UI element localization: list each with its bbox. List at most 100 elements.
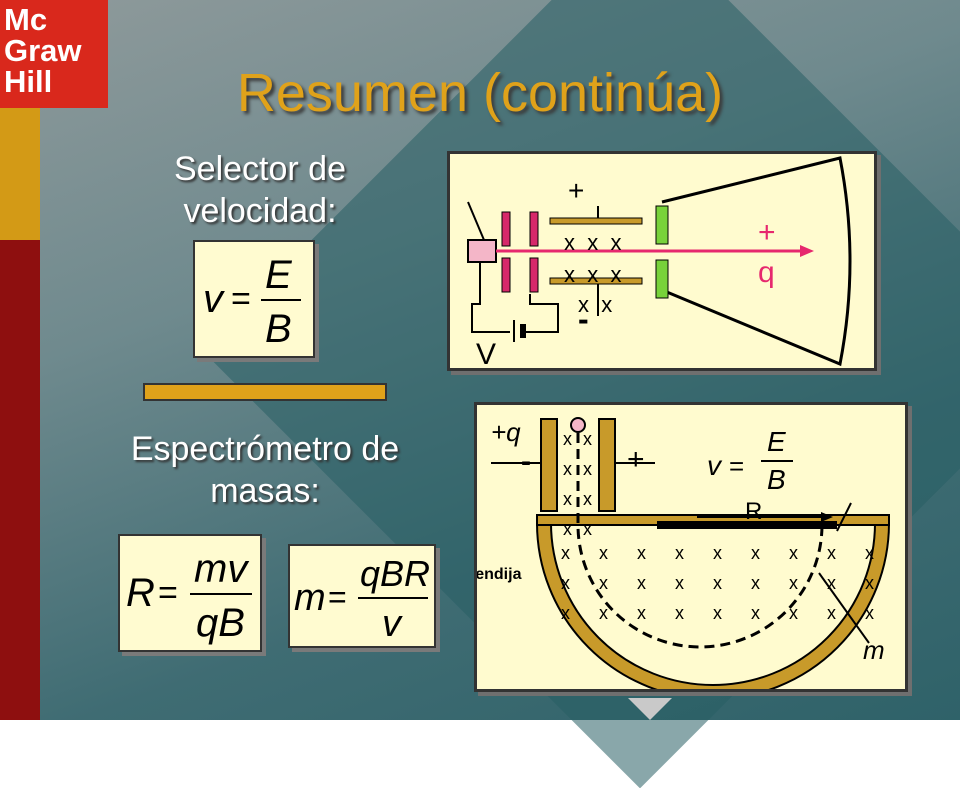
exit-slit-upper [655, 205, 669, 245]
spectrometer-v-equals: = [729, 451, 744, 481]
magnetic-field-row-2: x x x [564, 262, 621, 287]
field-mark: x [563, 489, 572, 509]
mcgraw-hill-logo: Mc Graw Hill [0, 0, 108, 108]
radius-formula-box: R = mv qB [118, 534, 262, 652]
field-mark: x [599, 543, 608, 563]
selector-plate-left [540, 418, 558, 512]
velocity-formula: v = E B [203, 253, 301, 351]
velocity-formula-equals: = [231, 280, 251, 318]
mass-spectrometer-label-line-1: Espectrómetro de [130, 430, 400, 468]
field-mark: x [827, 603, 836, 623]
mass-spectrometer-diagram: +q - + v = E B R rendija m xxxxxxxxxxxxx… [469, 402, 908, 700]
field-mark: x [713, 573, 722, 593]
beam-arrowhead [800, 245, 814, 257]
mass-formula-equals: = [328, 579, 347, 615]
field-mark: x [789, 573, 798, 593]
field-mark: x [563, 459, 572, 479]
field-mark: x [561, 603, 570, 623]
accelerating-plate-2b [529, 257, 539, 293]
field-mark: x [637, 603, 646, 623]
field-mark: x [675, 603, 684, 623]
magnetic-field-row-1: x x x [564, 230, 621, 255]
source-filament [467, 201, 485, 241]
velocity-selector-label: Selector de velocidad: [140, 148, 380, 232]
mass-formula: m = qBR v [294, 553, 430, 645]
radius-arrowhead [821, 512, 833, 522]
field-mark: x [713, 543, 722, 563]
mass-label: m [863, 635, 885, 665]
lower-deflection-plate [549, 277, 643, 285]
logo-line-1: Mc [4, 2, 48, 37]
field-mark: x [599, 573, 608, 593]
accelerating-plate-1b [501, 257, 511, 293]
mass-formula-numerator: qBR [360, 553, 430, 594]
field-mark: x [561, 543, 570, 563]
logo-line-3: Hill [4, 64, 53, 99]
field-mark: x [751, 573, 760, 593]
magnetic-field-row-3: x x [578, 292, 612, 317]
lower-plate-sign: - [578, 301, 589, 337]
left-plate-sign: - [521, 445, 531, 478]
field-mark: x [827, 543, 836, 563]
velocity-selector-svg: + - x x x x x x x x + q V [467, 156, 852, 371]
voltage-label: V [476, 338, 496, 368]
spectrometer-v-lhs: v [707, 450, 723, 481]
field-mark: x [637, 573, 646, 593]
velocity-formula-lhs: v [203, 277, 225, 321]
field-mark: x [865, 573, 874, 593]
next-slide-arrow-icon[interactable] [628, 698, 672, 720]
field-mark: x [563, 519, 572, 539]
charge-label: q [758, 256, 775, 289]
field-mark: x [563, 429, 572, 449]
accelerating-plate-2a [529, 211, 539, 247]
slide-title: Resumen (continúa) [236, 63, 724, 123]
mass-formula-denominator: v [382, 603, 403, 645]
velocity-selector-label-line-2: velocidad: [183, 192, 337, 230]
radius-formula-lhs: R [126, 571, 155, 615]
battery-short-plate [520, 324, 526, 338]
section-divider-bar [143, 383, 387, 401]
radius-formula-numerator: mv [194, 547, 249, 591]
detector-plate [657, 521, 837, 529]
spectrometer-v-numerator: E [767, 426, 786, 457]
velocity-formula-denominator: B [265, 307, 292, 351]
field-mark: x [583, 489, 592, 509]
velocity-formula-numerator: E [265, 253, 293, 297]
field-mark: x [583, 429, 592, 449]
upper-deflection-plate [549, 217, 643, 225]
field-mark: x [637, 543, 646, 563]
detector-pointer [836, 502, 852, 532]
particle-source [467, 239, 497, 263]
radius-label: R [745, 498, 762, 525]
mass-formula-lhs: m [294, 577, 326, 619]
field-mark: x [599, 603, 608, 623]
mass-spectrometer-label-line-2: masas: [210, 472, 320, 510]
field-mark: x [561, 573, 570, 593]
field-mark: x [789, 543, 798, 563]
field-mark: x [583, 459, 592, 479]
exit-slit-lower [655, 259, 669, 299]
field-mark: x [583, 519, 592, 539]
field-mark: x [865, 543, 874, 563]
velocity-formula-box: v = E B [193, 240, 315, 358]
right-plate-sign: + [627, 443, 645, 476]
mass-spectrometer-svg: +q - + v = E B R rendija m xxxxxxxxxxxxx… [469, 417, 890, 700]
field-mark: x [789, 603, 798, 623]
velocity-selector-diagram: + - x x x x x x x x + q V [447, 151, 877, 371]
velocity-selector-label-line-1: Selector de [174, 150, 346, 188]
charge-label: +q [491, 417, 521, 447]
field-mark: x [827, 573, 836, 593]
upper-plate-sign: + [568, 175, 584, 206]
accelerating-plate-1a [501, 211, 511, 247]
field-mark: x [675, 543, 684, 563]
mass-pointer [818, 572, 870, 644]
field-mark: x [751, 543, 760, 563]
ion-source [570, 417, 586, 433]
field-mark: x [865, 603, 874, 623]
battery-circuit-wire [471, 262, 559, 333]
logo-line-2: Graw [4, 33, 82, 68]
field-mark: x [675, 573, 684, 593]
field-mark: x [751, 603, 760, 623]
selector-plate-right [598, 418, 616, 512]
